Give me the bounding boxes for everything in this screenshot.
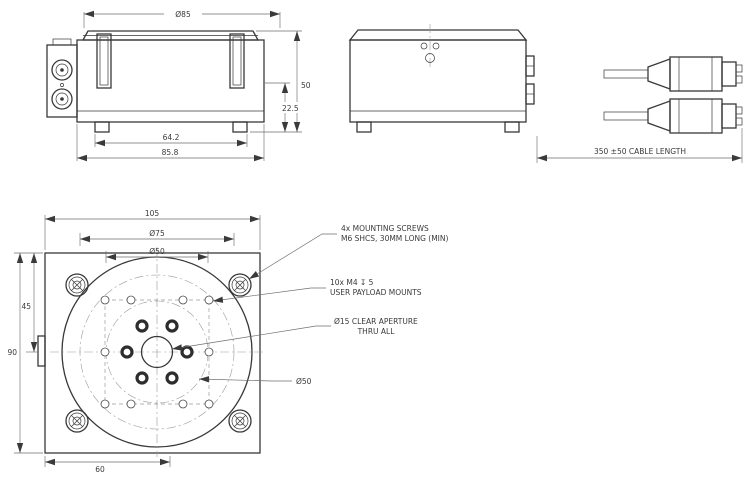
mounting-screw-top-left <box>65 273 89 297</box>
front-view-connector-panel <box>46 38 78 118</box>
front-view-body <box>76 30 265 133</box>
screw-slot-left <box>96 33 112 89</box>
foot-right <box>232 121 248 133</box>
note-aperture-line2: THRU ALL <box>357 327 396 336</box>
payload-mount-holes <box>100 295 214 409</box>
note-mounting-screws-line1: 4x MOUNTING SCREWS <box>341 224 429 233</box>
dim-cable-length: 350 ±50 CABLE LENGTH <box>594 147 686 156</box>
cable-connector-bottom <box>603 98 743 134</box>
cable-view: 350 ±50 CABLE LENGTH <box>536 56 743 163</box>
bolt-circle-75 <box>79 274 235 430</box>
dim-bolt-circle-outer: Ø75 <box>149 229 165 238</box>
connector-a-icon <box>51 59 73 81</box>
leader-payload-mounts <box>212 287 326 303</box>
front-view-dimensions: Ø85 50 22.5 64.2 85.8 <box>76 8 311 162</box>
note-mounting-screws-line2: M6 SHCS, 30MM LONG (MIN) <box>341 234 449 243</box>
top-hole-b <box>432 42 440 50</box>
dim-body-width: 85.8 <box>162 148 179 157</box>
dim-platform-diameter: Ø85 <box>175 10 191 19</box>
cable-length-dimension: 350 ±50 CABLE LENGTH <box>536 128 743 163</box>
side-platform-edge <box>348 29 528 41</box>
center-fastener-ring <box>120 319 194 385</box>
mounting-screw-bottom-left <box>65 409 89 433</box>
mounting-screw-top-right <box>228 273 252 297</box>
dim-base-height: 22.5 <box>282 104 299 113</box>
note-payload-line2: USER PAYLOAD MOUNTS <box>330 288 422 297</box>
side-foot-left <box>356 121 372 133</box>
note-payload-line1: 10x M4 ↧ 5 <box>330 278 374 287</box>
dim-bolt-circle-inner: Ø50 <box>149 247 165 256</box>
plan-view-annotations: 4x MOUNTING SCREWS M6 SHCS, 30MM LONG (M… <box>171 224 449 386</box>
note-aperture-line1: Ø15 CLEAR APERTURE <box>334 317 418 326</box>
screw-slot-right <box>229 33 245 89</box>
top-hole-c <box>425 53 435 63</box>
leader-bolt-circle-50 <box>198 376 292 383</box>
foot-left <box>94 121 110 133</box>
corner-mounting-screws <box>65 273 252 433</box>
base-plate <box>44 252 261 454</box>
dim-feet-span: 64.2 <box>163 133 180 142</box>
cable-connector-top <box>603 56 743 92</box>
label-bolt-circle-50: Ø50 <box>296 377 312 386</box>
front-view: Ø85 50 22.5 64.2 85.8 <box>46 8 311 162</box>
plan-view-dimensions: 105 Ø75 Ø50 90 45 60 <box>7 209 261 474</box>
clear-aperture <box>140 335 174 369</box>
connector-b-icon <box>51 88 73 110</box>
mounting-screw-bottom-right <box>228 409 252 433</box>
dim-plan-left: 60 <box>95 465 105 474</box>
connector-tab <box>37 335 46 367</box>
side-foot-right <box>504 121 520 133</box>
dim-total-height: 50 <box>301 81 311 90</box>
dim-plan-width: 105 <box>145 209 160 218</box>
leader-clear-aperture <box>171 325 331 351</box>
top-hole-a <box>420 42 428 50</box>
dim-plan-center: 45 <box>21 302 31 311</box>
side-view <box>348 24 535 133</box>
leader-mounting-screws <box>248 233 337 280</box>
platform-edge <box>81 30 260 41</box>
plan-view: 105 Ø75 Ø50 90 45 60 <box>7 209 448 474</box>
dim-plan-depth: 90 <box>7 348 17 357</box>
side-body <box>349 39 527 123</box>
